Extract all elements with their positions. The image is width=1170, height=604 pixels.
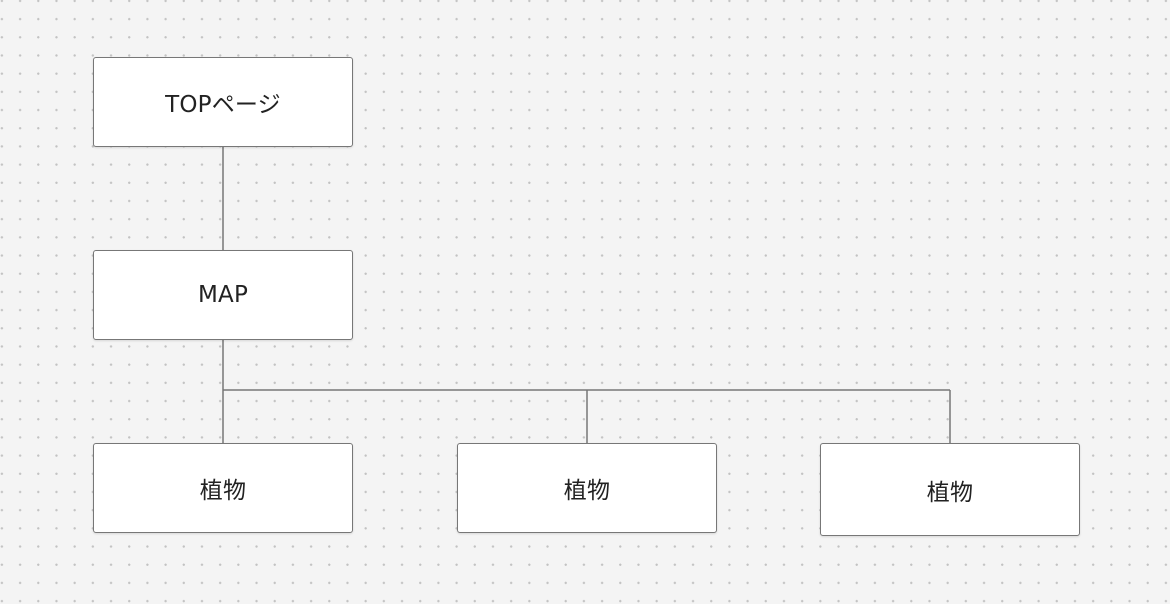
node-map[interactable]: MAP <box>93 250 353 340</box>
node-plant-1[interactable]: 植物 <box>93 443 353 533</box>
node-label: 植物 <box>199 478 247 504</box>
node-label: 植物 <box>563 478 611 504</box>
node-label: 植物 <box>926 479 974 506</box>
node-label: MAP <box>197 282 249 308</box>
node-plant-3[interactable]: 植物 <box>820 443 1080 536</box>
node-plant-2[interactable]: 植物 <box>457 443 717 533</box>
node-top-page[interactable]: TOPページ <box>93 57 353 147</box>
node-label: TOPページ <box>165 92 281 118</box>
